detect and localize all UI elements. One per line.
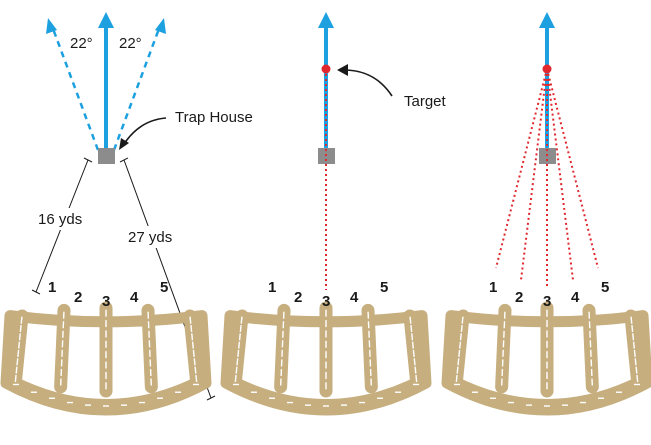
shooting-line-5 <box>546 68 599 269</box>
station-number-4: 4 <box>571 289 580 306</box>
lane-dash <box>635 366 638 374</box>
lane-dash <box>239 324 242 333</box>
lane-dash <box>412 349 415 358</box>
station-number-3: 3 <box>322 293 330 310</box>
angle-left-arrowhead-icon <box>46 18 57 34</box>
distance-near-label: 16 yds <box>38 211 82 228</box>
lane-dash <box>459 333 462 341</box>
lane-dash <box>411 333 414 341</box>
lane-dash <box>632 333 635 341</box>
lane-dash <box>19 324 22 333</box>
lane-dash <box>17 349 20 358</box>
lane-dash <box>634 358 637 366</box>
shooting-lines <box>495 68 599 286</box>
lane-dash <box>191 341 194 349</box>
lane-dash <box>15 366 18 374</box>
lane-dash <box>16 358 19 366</box>
station-number-4: 4 <box>130 289 139 306</box>
station-number-3: 3 <box>102 293 110 310</box>
target-dot-icon <box>321 64 331 74</box>
lane-dash <box>633 349 636 358</box>
lane-dash <box>630 316 633 324</box>
lane-dash <box>632 341 635 349</box>
lane-dash <box>189 316 192 324</box>
lane-dash <box>409 316 412 324</box>
lane-dash <box>193 358 196 366</box>
trap-house-pointer-icon <box>123 117 167 145</box>
target-pointer-icon <box>343 69 393 97</box>
lane-dash <box>237 349 240 358</box>
lane-dash <box>460 324 463 333</box>
distance-far-label: 27 yds <box>128 229 172 246</box>
target-label: Target <box>404 93 447 110</box>
lane-dash <box>415 374 418 382</box>
station-number-5: 5 <box>380 279 388 296</box>
lane-dash <box>636 374 639 382</box>
lane-dash <box>411 341 414 349</box>
trap-house-label: Trap House <box>175 109 253 126</box>
lane-dash <box>190 324 193 333</box>
lane-dash <box>413 358 416 366</box>
station-number-4: 4 <box>350 289 359 306</box>
lane-dash <box>457 358 460 366</box>
station-pad-fan: 1 2 3 4 5 <box>441 279 651 416</box>
lane-dash <box>20 316 23 324</box>
station-number-2: 2 <box>515 289 523 306</box>
shooting-line-4 <box>546 68 574 281</box>
station-pad-fan: 1 2 3 4 5 <box>220 279 432 416</box>
lane-dash <box>238 341 241 349</box>
lane-dash <box>18 333 21 341</box>
lane-dash <box>194 366 197 374</box>
lane-dash <box>195 374 198 382</box>
flight-arrowhead-icon <box>98 12 114 28</box>
flight-arrowhead-icon <box>318 12 334 28</box>
lane-dash <box>14 374 17 382</box>
station-number-5: 5 <box>601 279 609 296</box>
shooting-line-2 <box>520 68 548 281</box>
lane-dash <box>414 366 417 374</box>
station-number-2: 2 <box>294 289 302 306</box>
trap-house-icon <box>98 148 115 164</box>
lane-dash <box>238 333 241 341</box>
angle-right-line <box>112 25 162 151</box>
flight-arrowhead-icon <box>539 12 555 28</box>
lane-dash <box>458 349 461 358</box>
lane-dash <box>631 324 634 333</box>
angle-left-label: 22° <box>70 35 93 52</box>
panel-right <box>495 12 599 286</box>
angle-right-arrowhead-icon <box>155 18 166 34</box>
lane-dash <box>410 324 413 333</box>
lane-dash <box>461 316 464 324</box>
angle-right-label: 22° <box>119 35 142 52</box>
panel-middle: Target <box>318 12 447 290</box>
lane-dash <box>240 316 243 324</box>
station-number-1: 1 <box>489 279 497 296</box>
lane-dash <box>18 341 21 349</box>
angle-left-line <box>50 25 100 151</box>
station-pads: 1 2 3 4 5 1 2 3 4 5 1 2 3 4 5 <box>0 279 651 416</box>
shooting-line-1 <box>495 68 548 269</box>
panel-left: 22° 22° Trap House 16 yds 27 yds <box>31 12 253 401</box>
lane-dash <box>191 333 194 341</box>
lane-dash <box>459 341 462 349</box>
station-number-3: 3 <box>543 293 551 310</box>
station-number-1: 1 <box>48 279 56 296</box>
station-number-2: 2 <box>74 289 82 306</box>
lane-dash <box>236 358 239 366</box>
station-pad-fan: 1 2 3 4 5 <box>0 279 212 416</box>
station-number-1: 1 <box>268 279 276 296</box>
station-number-5: 5 <box>160 279 168 296</box>
lane-dash <box>235 366 238 374</box>
target-dot-icon <box>542 64 552 74</box>
lane-dash <box>192 349 195 358</box>
lane-dash <box>456 366 459 374</box>
lane-dash <box>455 374 458 382</box>
lane-dash <box>234 374 237 382</box>
